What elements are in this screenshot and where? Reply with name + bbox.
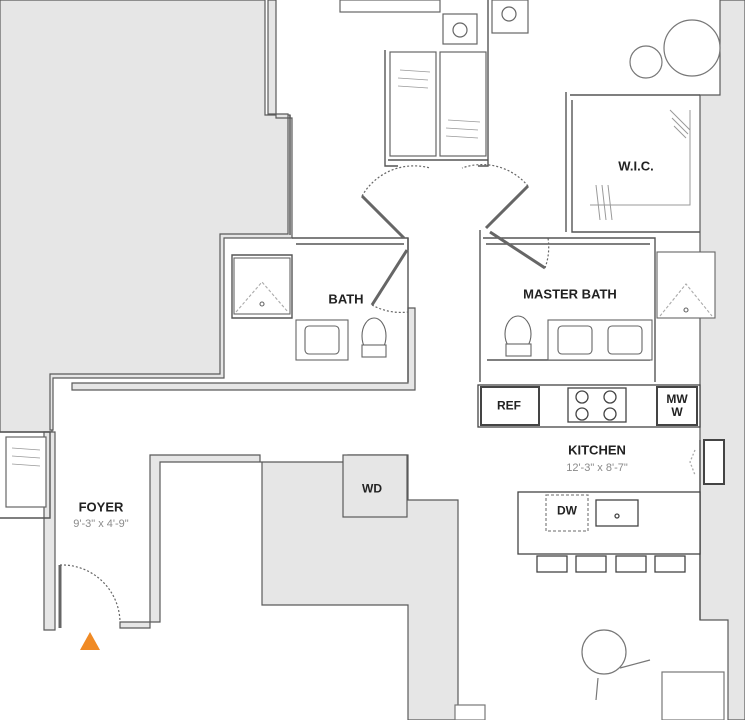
foyer-fixtures xyxy=(5,436,121,628)
wd-label: WD xyxy=(362,481,382,496)
ref-label: REF xyxy=(497,398,521,413)
east-exterior-strip xyxy=(699,0,745,720)
west-exterior-region xyxy=(0,0,291,433)
room-label-wic: W.I.C. xyxy=(618,158,654,174)
entry-corridor-wall xyxy=(49,0,293,431)
wd-closet xyxy=(342,454,408,518)
bath-fixtures xyxy=(233,257,387,361)
kitchen xyxy=(477,384,725,573)
furniture xyxy=(454,19,725,720)
wic-fixtures xyxy=(590,109,691,221)
room-label-bath: BATH xyxy=(328,291,364,307)
door-swings-hall xyxy=(360,163,550,314)
room-label-foyer: FOYER xyxy=(78,499,124,515)
kitchen-dimensions: 12'-3" x 8'-7" xyxy=(566,462,628,474)
mw-label-line1: MW xyxy=(666,392,688,406)
central-hall-wall xyxy=(71,307,416,391)
foyer-dimensions: 9'-3" x 4'-9" xyxy=(73,518,129,530)
dw-label: DW xyxy=(557,503,577,518)
foyer-west-wall xyxy=(43,431,56,631)
mw-label-line2: W xyxy=(671,405,683,419)
room-label-master-bath: MASTER BATH xyxy=(523,286,617,302)
mw-label: MW W xyxy=(666,393,687,419)
entry-marker-icon xyxy=(80,632,100,650)
top-closets xyxy=(339,0,529,157)
master-bath-fixtures xyxy=(504,251,716,361)
room-label-kitchen: KITCHEN xyxy=(568,442,626,458)
